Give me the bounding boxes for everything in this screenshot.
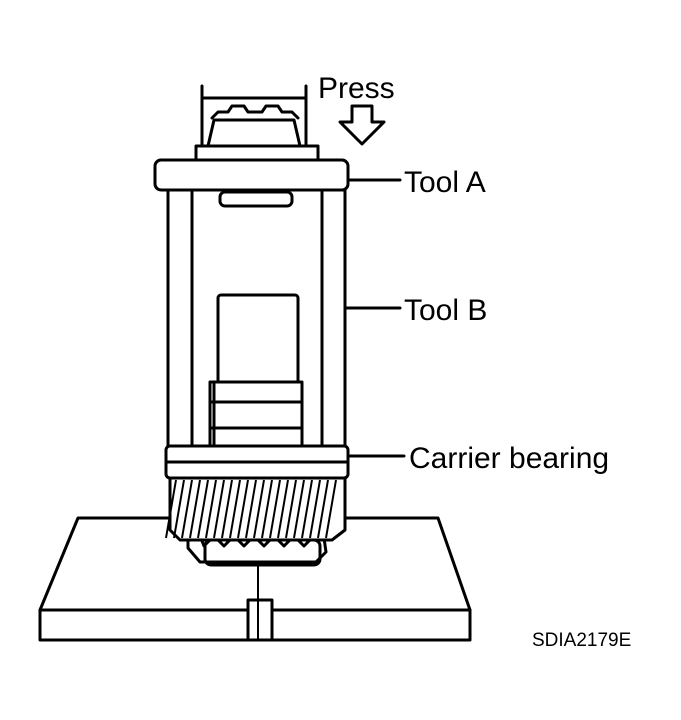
gear-tooth [293, 479, 305, 539]
tool-b-label: Tool B [404, 294, 487, 327]
gear-tooth [165, 479, 177, 539]
gear-tooth [197, 479, 209, 539]
base-block [38, 516, 472, 642]
carrier-bearing-label: Carrier bearing [409, 442, 609, 475]
gear-tooth [269, 479, 281, 539]
gear-tooth [309, 479, 321, 539]
gear-tooth [205, 479, 217, 539]
tool-a [153, 158, 350, 192]
gear-tooth [277, 479, 289, 539]
press-arrow-icon [338, 104, 386, 146]
gear-tooth [181, 479, 193, 539]
gear-tooth [325, 479, 337, 539]
press-label: Press [318, 72, 395, 105]
gear-tooth [221, 479, 233, 539]
gear-tooth [285, 479, 297, 539]
gear-tooth [261, 479, 273, 539]
gear-tooth [253, 479, 265, 539]
tool-a-label: Tool A [404, 166, 486, 199]
press-ram [194, 84, 320, 162]
gear-tooth [245, 479, 257, 539]
helical-gear [165, 476, 347, 542]
gear-tooth [229, 479, 241, 539]
gear-tooth [213, 479, 225, 539]
gear-tooth [301, 479, 313, 539]
shaft [208, 293, 304, 448]
gear-tooth [189, 479, 201, 539]
gear-tooth [173, 479, 185, 539]
gear-tooth [237, 479, 249, 539]
gear-tooth [317, 479, 329, 539]
figure-code: SDIA2179E [532, 630, 631, 651]
